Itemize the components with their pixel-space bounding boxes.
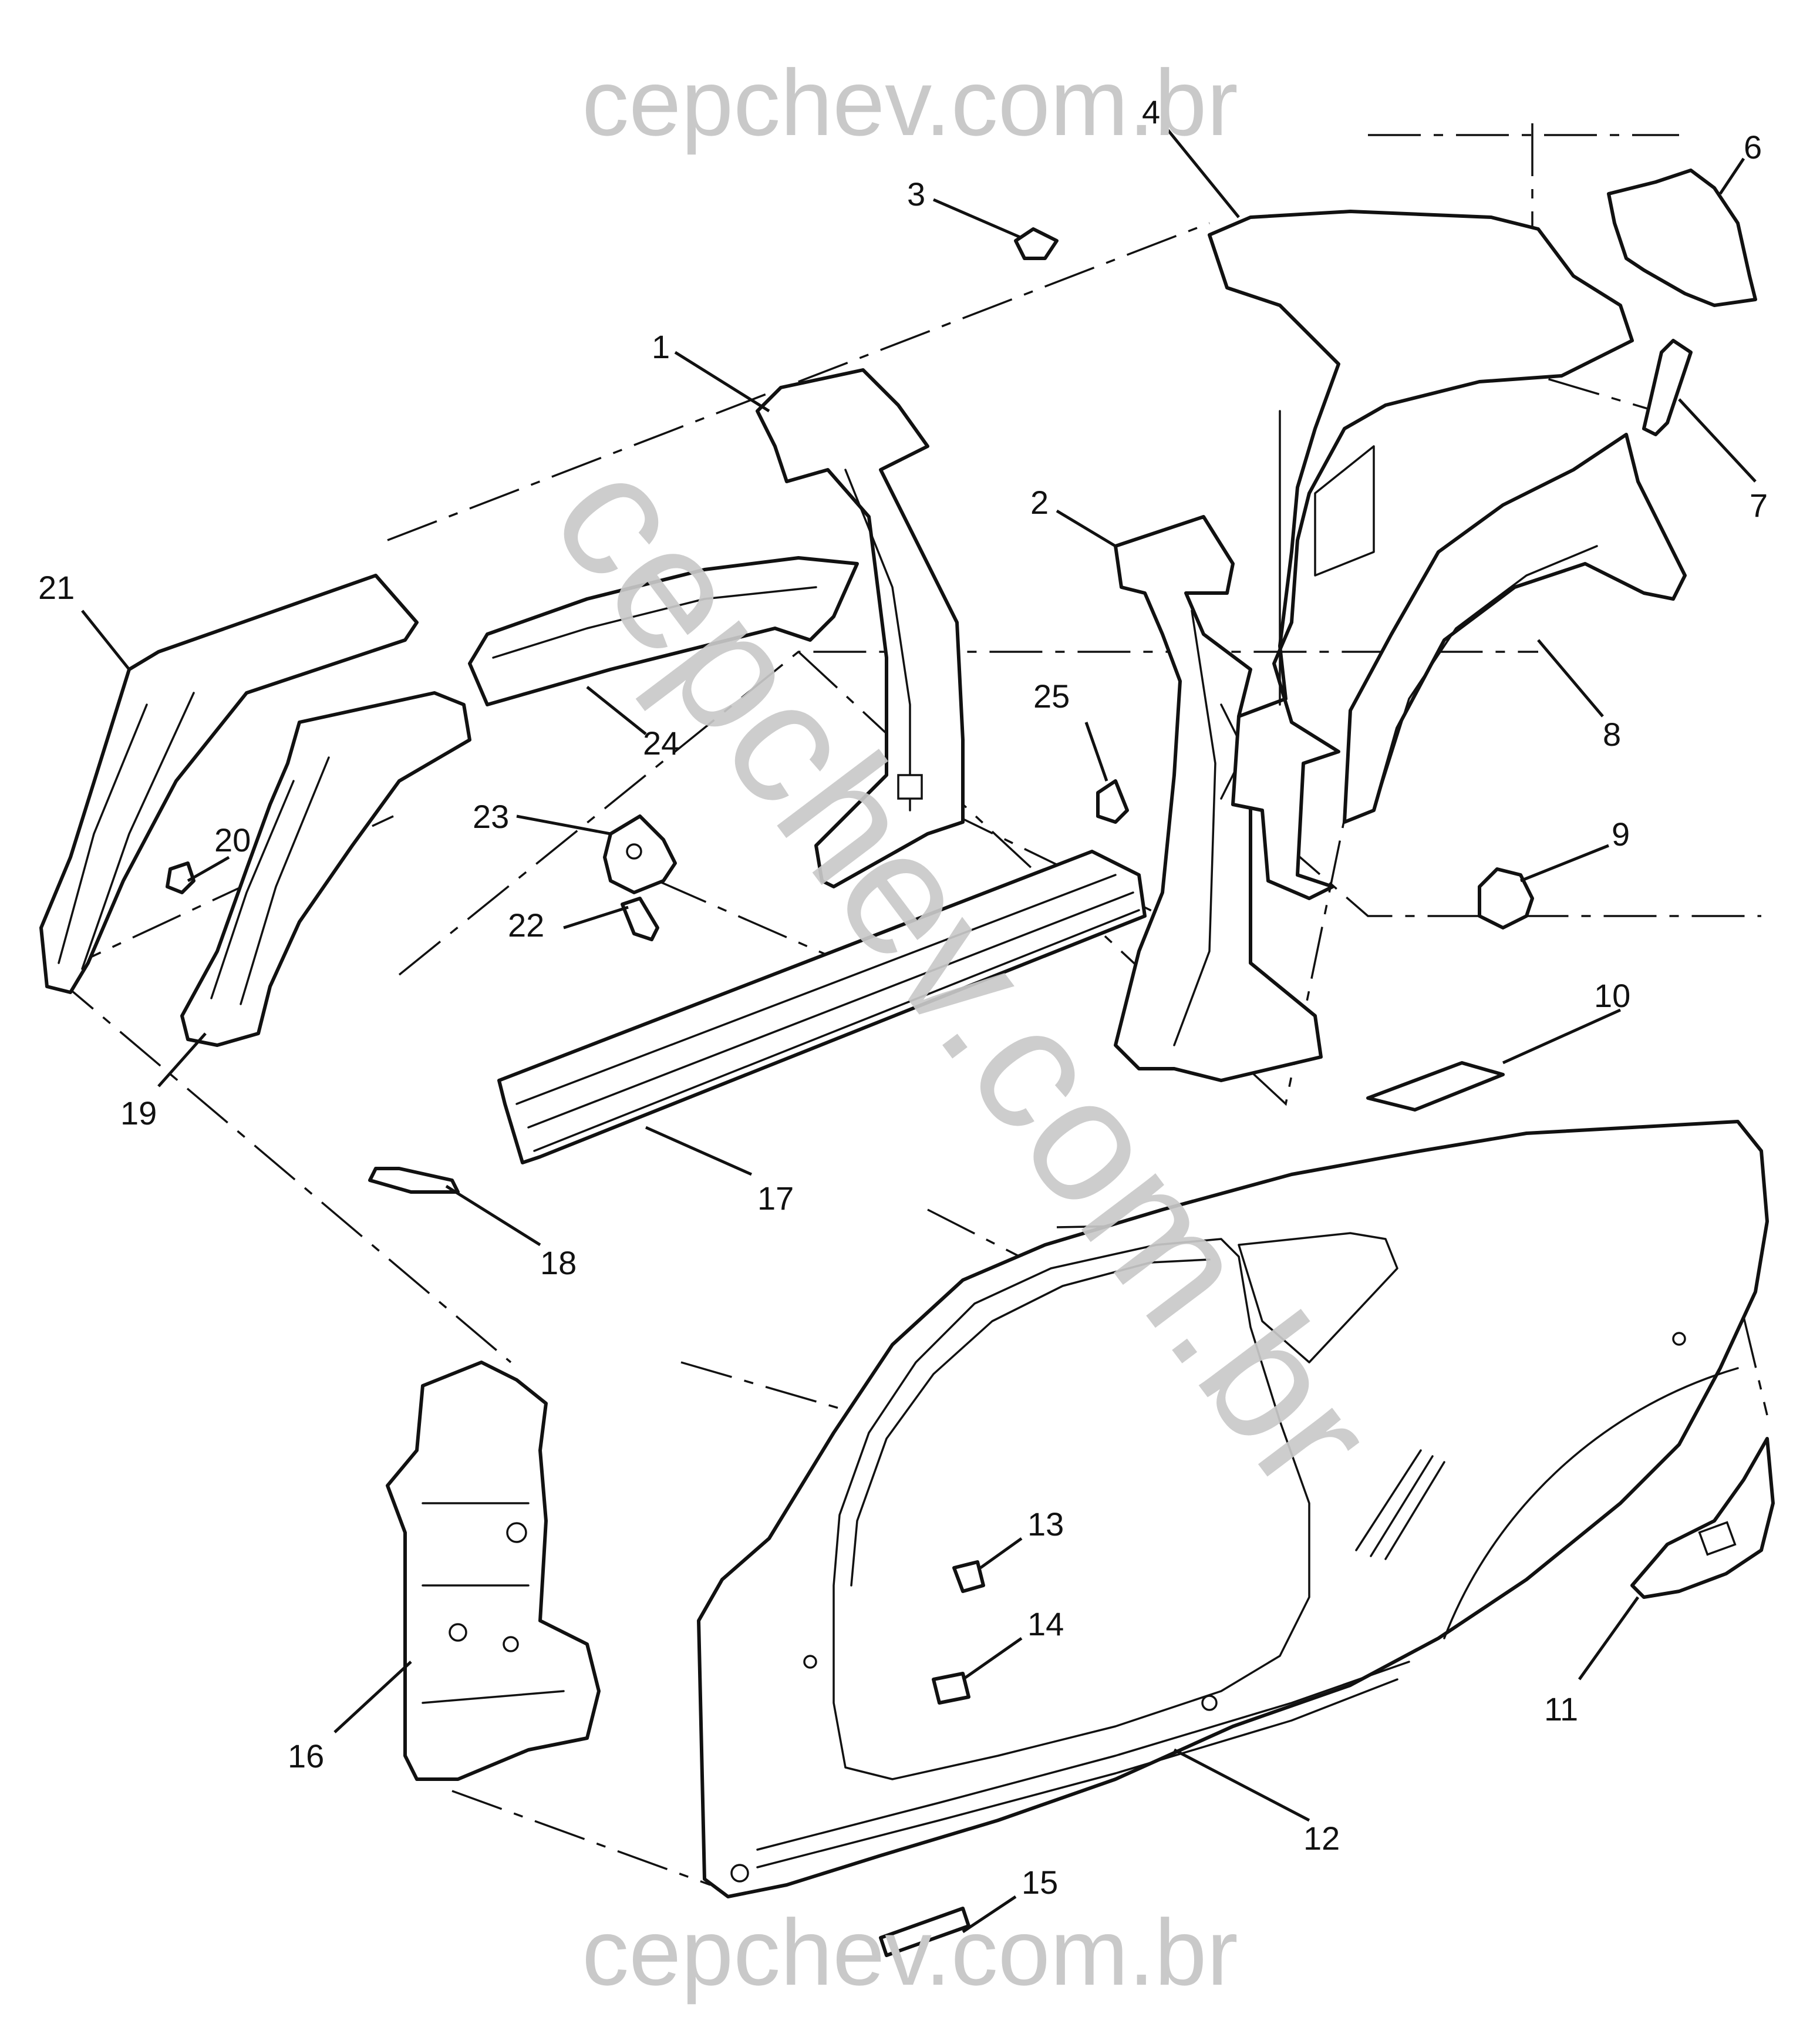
leader-lines bbox=[81, 122, 1757, 1934]
part-24-roof-side-rail-reinforcement bbox=[468, 556, 859, 706]
callout-12: 12 bbox=[1303, 1820, 1340, 1857]
part-19-inner-roof-rail bbox=[180, 691, 471, 1047]
callout-24: 24 bbox=[643, 725, 679, 762]
part-17-rocker-inner-panel bbox=[497, 850, 1147, 1164]
part-4-quarter-inner-panel bbox=[1208, 210, 1634, 900]
callout-20: 20 bbox=[214, 821, 251, 858]
callout-25: 25 bbox=[1033, 678, 1070, 715]
part-23-reinforcement bbox=[603, 814, 677, 894]
part-6-rear-bracket bbox=[1607, 169, 1757, 307]
part-14-striker-plate bbox=[932, 1672, 970, 1705]
callout-16: 16 bbox=[288, 1738, 324, 1775]
callout-2: 2 bbox=[1030, 484, 1049, 521]
callout-14: 14 bbox=[1027, 1605, 1064, 1642]
callout-4: 4 bbox=[1142, 93, 1160, 130]
callout-9: 9 bbox=[1612, 816, 1630, 853]
callout-7: 7 bbox=[1750, 487, 1768, 524]
callout-11: 11 bbox=[1544, 1691, 1578, 1728]
part-12-body-side-outer-panel bbox=[697, 1120, 1769, 1898]
callout-10: 10 bbox=[1594, 977, 1630, 1014]
callout-22: 22 bbox=[508, 907, 544, 944]
watermark-top: cepchev.com.br bbox=[582, 50, 1238, 155]
part-20-nut bbox=[166, 861, 196, 894]
watermark-bottom: cepchev.com.br bbox=[582, 1900, 1238, 2005]
part-3-clip bbox=[1014, 227, 1059, 260]
part-18-bracket bbox=[368, 1167, 460, 1194]
callout-23: 23 bbox=[473, 798, 509, 835]
part-7-gusset bbox=[1642, 339, 1693, 436]
callout-3: 3 bbox=[907, 176, 925, 213]
callout-21: 21 bbox=[38, 569, 75, 606]
callout-15: 15 bbox=[1022, 1864, 1058, 1901]
part-13-striker-plate bbox=[952, 1560, 985, 1593]
part-22-clip bbox=[621, 897, 659, 941]
callout-18: 18 bbox=[540, 1244, 577, 1281]
callout-17: 17 bbox=[757, 1180, 794, 1217]
part-9-fuel-door-pocket bbox=[1478, 867, 1534, 930]
callout-13: 13 bbox=[1027, 1506, 1064, 1543]
part-2-center-pillar-inner bbox=[1114, 515, 1323, 1082]
part-11-rear-corner-panel bbox=[1630, 1437, 1775, 1599]
part-8-wheelhouse-outer bbox=[1343, 433, 1687, 824]
callout-19: 19 bbox=[120, 1095, 157, 1132]
callout-labels: 1 2 3 4 6 7 8 9 10 11 12 13 14 15 16 17 … bbox=[38, 93, 1768, 1901]
callout-6: 6 bbox=[1744, 129, 1762, 166]
part-10-pad bbox=[1366, 1061, 1505, 1112]
callout-1: 1 bbox=[652, 328, 670, 365]
callout-8: 8 bbox=[1603, 716, 1621, 753]
part-16-hinge-pillar bbox=[386, 1361, 601, 1781]
part-21-outer-roof-rail bbox=[39, 574, 419, 994]
part-1-hinge-pillar-upper bbox=[756, 368, 965, 888]
part-25-grommet bbox=[1096, 779, 1129, 824]
part-15-rocker-bracket bbox=[879, 1907, 970, 1957]
